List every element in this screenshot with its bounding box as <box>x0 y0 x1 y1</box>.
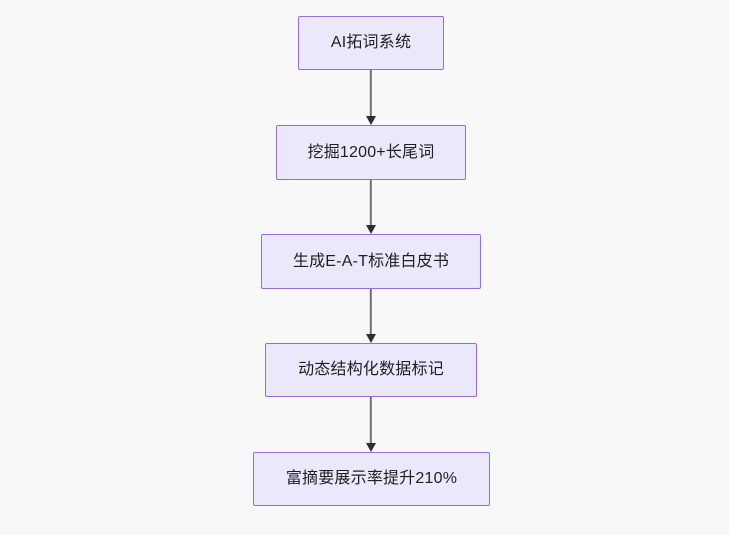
flow-node-dynamic-structured-data-markup[interactable]: 动态结构化数据标记 <box>265 343 477 397</box>
flow-node-label: 生成E-A-T标准白皮书 <box>292 252 450 270</box>
flow-node-label: 挖掘1200+长尾词 <box>307 143 435 161</box>
flow-edge-line <box>369 397 373 444</box>
flow-edge-line <box>369 180 373 226</box>
flow-node-rich-snippet-impression-uplift[interactable]: 富摘要展示率提升210% <box>253 452 490 506</box>
flow-node-mine-longtail-keywords[interactable]: 挖掘1200+长尾词 <box>276 125 466 180</box>
flow-node-generate-eat-whitepaper[interactable]: 生成E-A-T标准白皮书 <box>261 234 481 289</box>
flow-edge-line <box>369 70 373 117</box>
arrow-down-icon <box>366 334 376 343</box>
arrow-down-icon <box>366 116 376 125</box>
flow-node-ai-keyword-system[interactable]: AI拓词系统 <box>298 16 444 70</box>
flow-node-label: AI拓词系统 <box>330 34 412 51</box>
flow-node-label: 富摘要展示率提升210% <box>285 470 458 487</box>
flow-node-label: 动态结构化数据标记 <box>298 361 444 378</box>
flow-edge-line <box>369 289 373 335</box>
arrow-down-icon <box>366 443 376 452</box>
arrow-down-icon <box>366 225 376 234</box>
